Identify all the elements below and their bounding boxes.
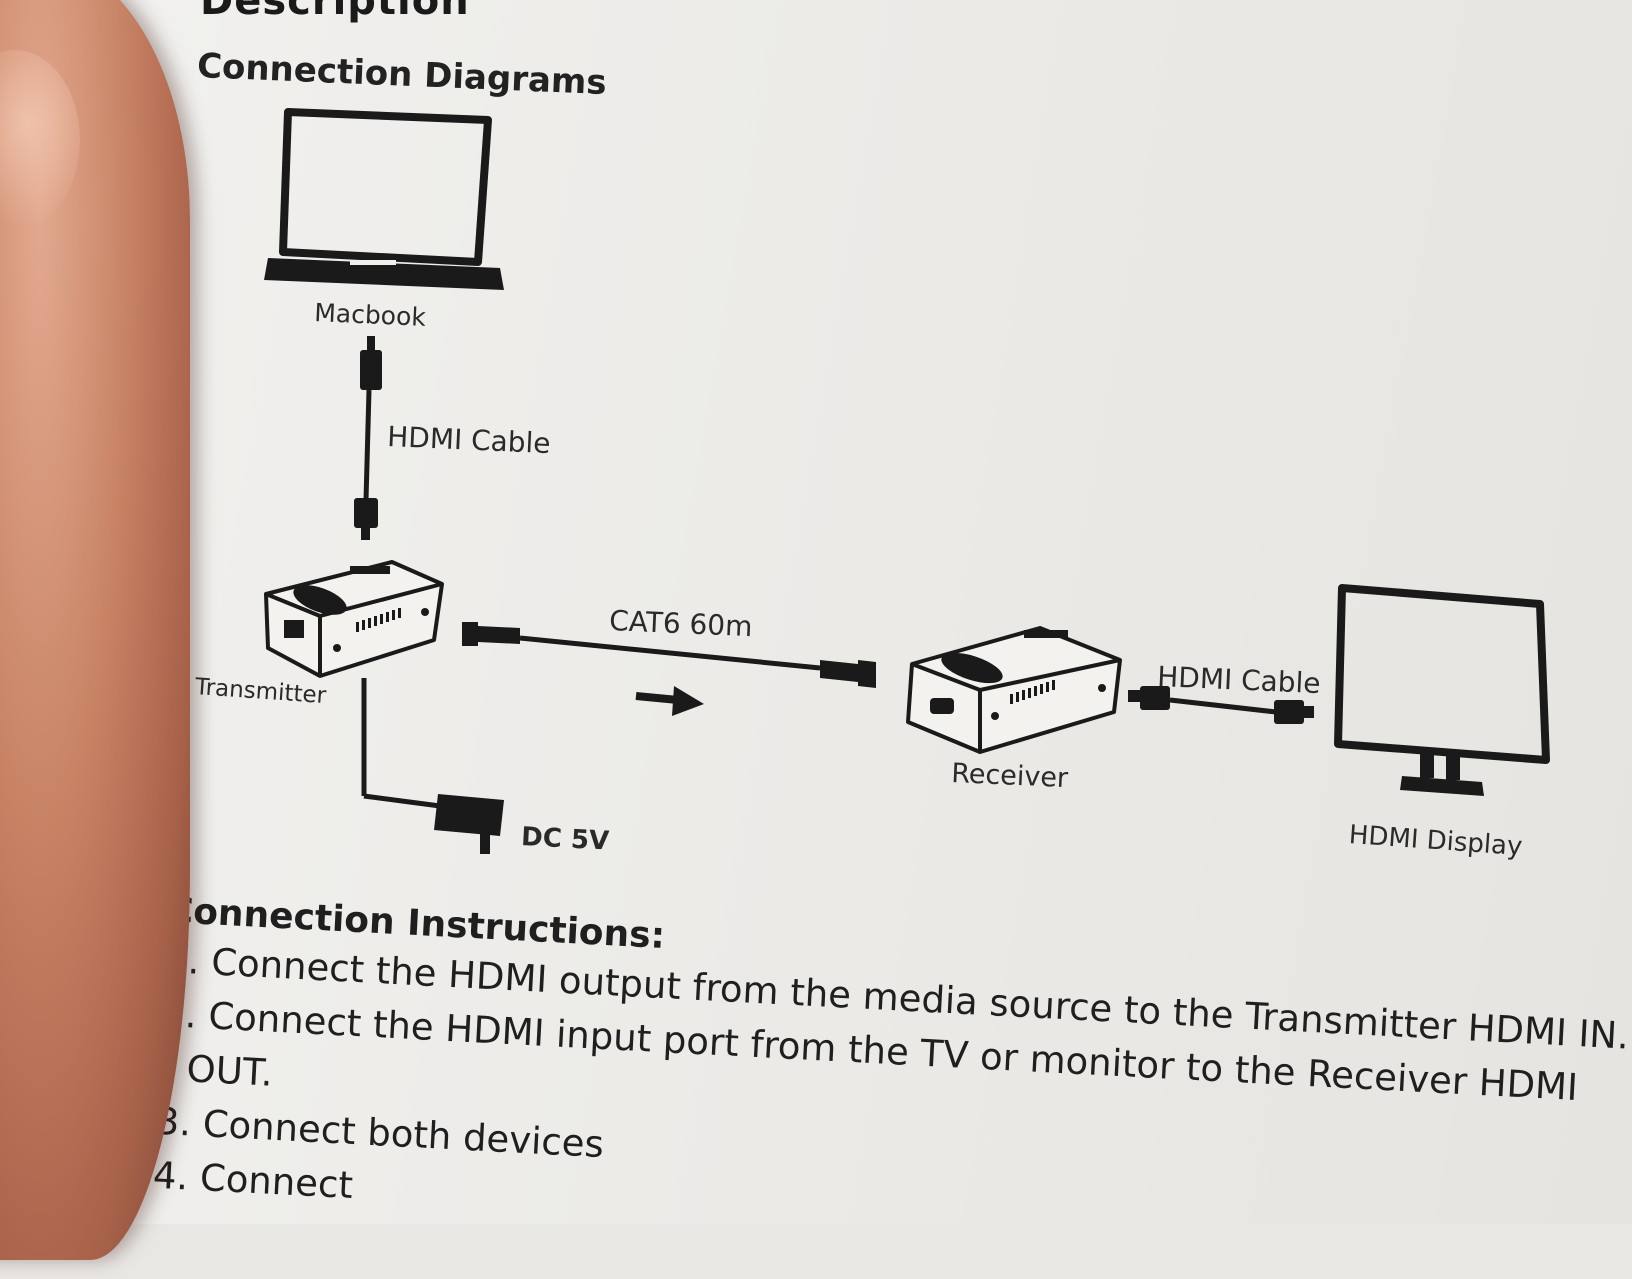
receiver-device-icon xyxy=(906,626,1122,754)
dc-power-label: DC 5V xyxy=(520,822,610,857)
cat6-label: CAT6 60m xyxy=(608,604,754,644)
direction-arrow-icon xyxy=(635,686,704,716)
section-heading-partial: Description xyxy=(200,0,470,24)
connection-diagram xyxy=(264,108,1550,854)
macbook-label: Macbook xyxy=(313,298,427,332)
finger-highlight xyxy=(0,50,80,230)
cat6-cable-icon xyxy=(462,622,876,688)
hdmi-cable-right-label: HDMI Cable xyxy=(1156,660,1322,701)
receiver-label: Receiver xyxy=(950,758,1069,795)
hdmi-display-icon xyxy=(1334,584,1550,796)
transmitter-device-icon xyxy=(264,560,444,678)
macbook-icon xyxy=(264,108,504,290)
hdmi-cable-horizontal-icon xyxy=(1128,686,1314,724)
finger-holding-paper xyxy=(0,0,190,1260)
hdmi-cable-vertical-icon xyxy=(354,336,382,540)
hdmi-cable-top-label: HDMI Cable xyxy=(386,420,552,461)
dc-power-adapter-icon xyxy=(361,678,504,854)
